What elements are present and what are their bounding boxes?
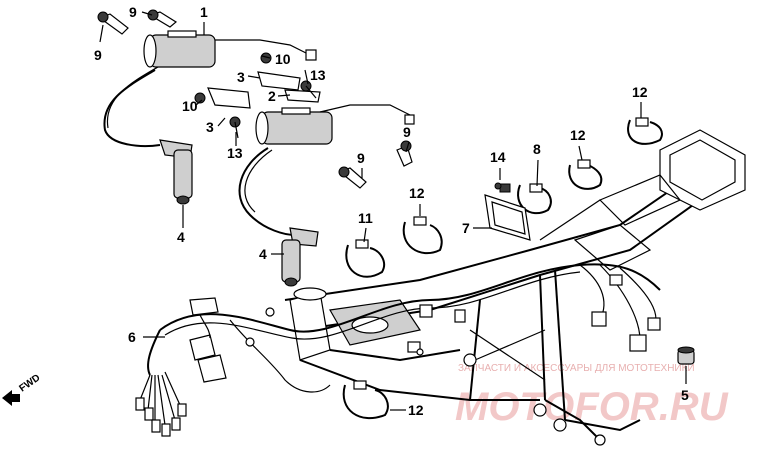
forward-arrow-icon — [2, 390, 20, 406]
callout-14: 14 — [490, 149, 506, 165]
callout-4-middle: 4 — [259, 246, 267, 262]
watermark: MOTOFOR.RU ЗАПЧАСТИ И АКСЕССУАРЫ ДЛЯ МОТ… — [455, 363, 729, 429]
fwd-label: FWD — [17, 372, 42, 394]
callout-9-middle: 9 — [357, 150, 365, 166]
callout-6: 6 — [128, 329, 136, 345]
callout-11: 11 — [358, 210, 373, 226]
main-wiring-harness — [135, 263, 661, 437]
forward-direction-indicator: FWD — [2, 372, 42, 406]
ignition-coil-lower — [238, 104, 415, 287]
callout-10-left: 10 — [182, 98, 198, 114]
callout-9-right: 9 — [403, 124, 411, 140]
callout-9-top-left: 9 — [129, 4, 137, 20]
callout-12-top-right: 12 — [632, 84, 648, 100]
callout-13-left: 13 — [227, 145, 243, 161]
watermark-subtitle: ЗАПЧАСТИ И АКСЕССУАРЫ ДЛЯ МОТОТЕХНИКИ — [458, 363, 695, 374]
ignition-coil-upper — [103, 30, 317, 205]
band-clamps — [342, 117, 663, 420]
callout-8: 8 — [533, 141, 541, 157]
rubber-cap — [677, 346, 695, 365]
callout-3-left: 3 — [206, 119, 214, 135]
motorcycle-frame — [284, 129, 746, 446]
fasteners — [97, 9, 413, 189]
watermark-brand: MOTOFOR.RU — [455, 385, 729, 429]
relay-module — [484, 182, 531, 241]
callout-4-left: 4 — [177, 229, 185, 245]
callout-13-top: 13 — [310, 67, 326, 83]
leader-lines — [99, 11, 687, 411]
callout-1: 1 — [200, 4, 208, 20]
callout-numbers: 1 9 9 10 3 13 2 10 3 13 4 4 9 9 11 12 7 … — [94, 4, 689, 418]
callout-12-bottom: 12 — [408, 402, 424, 418]
callout-10-top: 10 — [275, 51, 291, 67]
callout-12-right: 12 — [570, 127, 586, 143]
callout-3-top: 3 — [237, 69, 245, 85]
callout-2: 2 — [268, 88, 276, 104]
coil-brackets — [207, 71, 321, 109]
callout-12-middle: 12 — [409, 185, 425, 201]
callout-5: 5 — [681, 387, 689, 403]
callout-9-left: 9 — [94, 47, 102, 63]
callout-7: 7 — [462, 220, 470, 236]
